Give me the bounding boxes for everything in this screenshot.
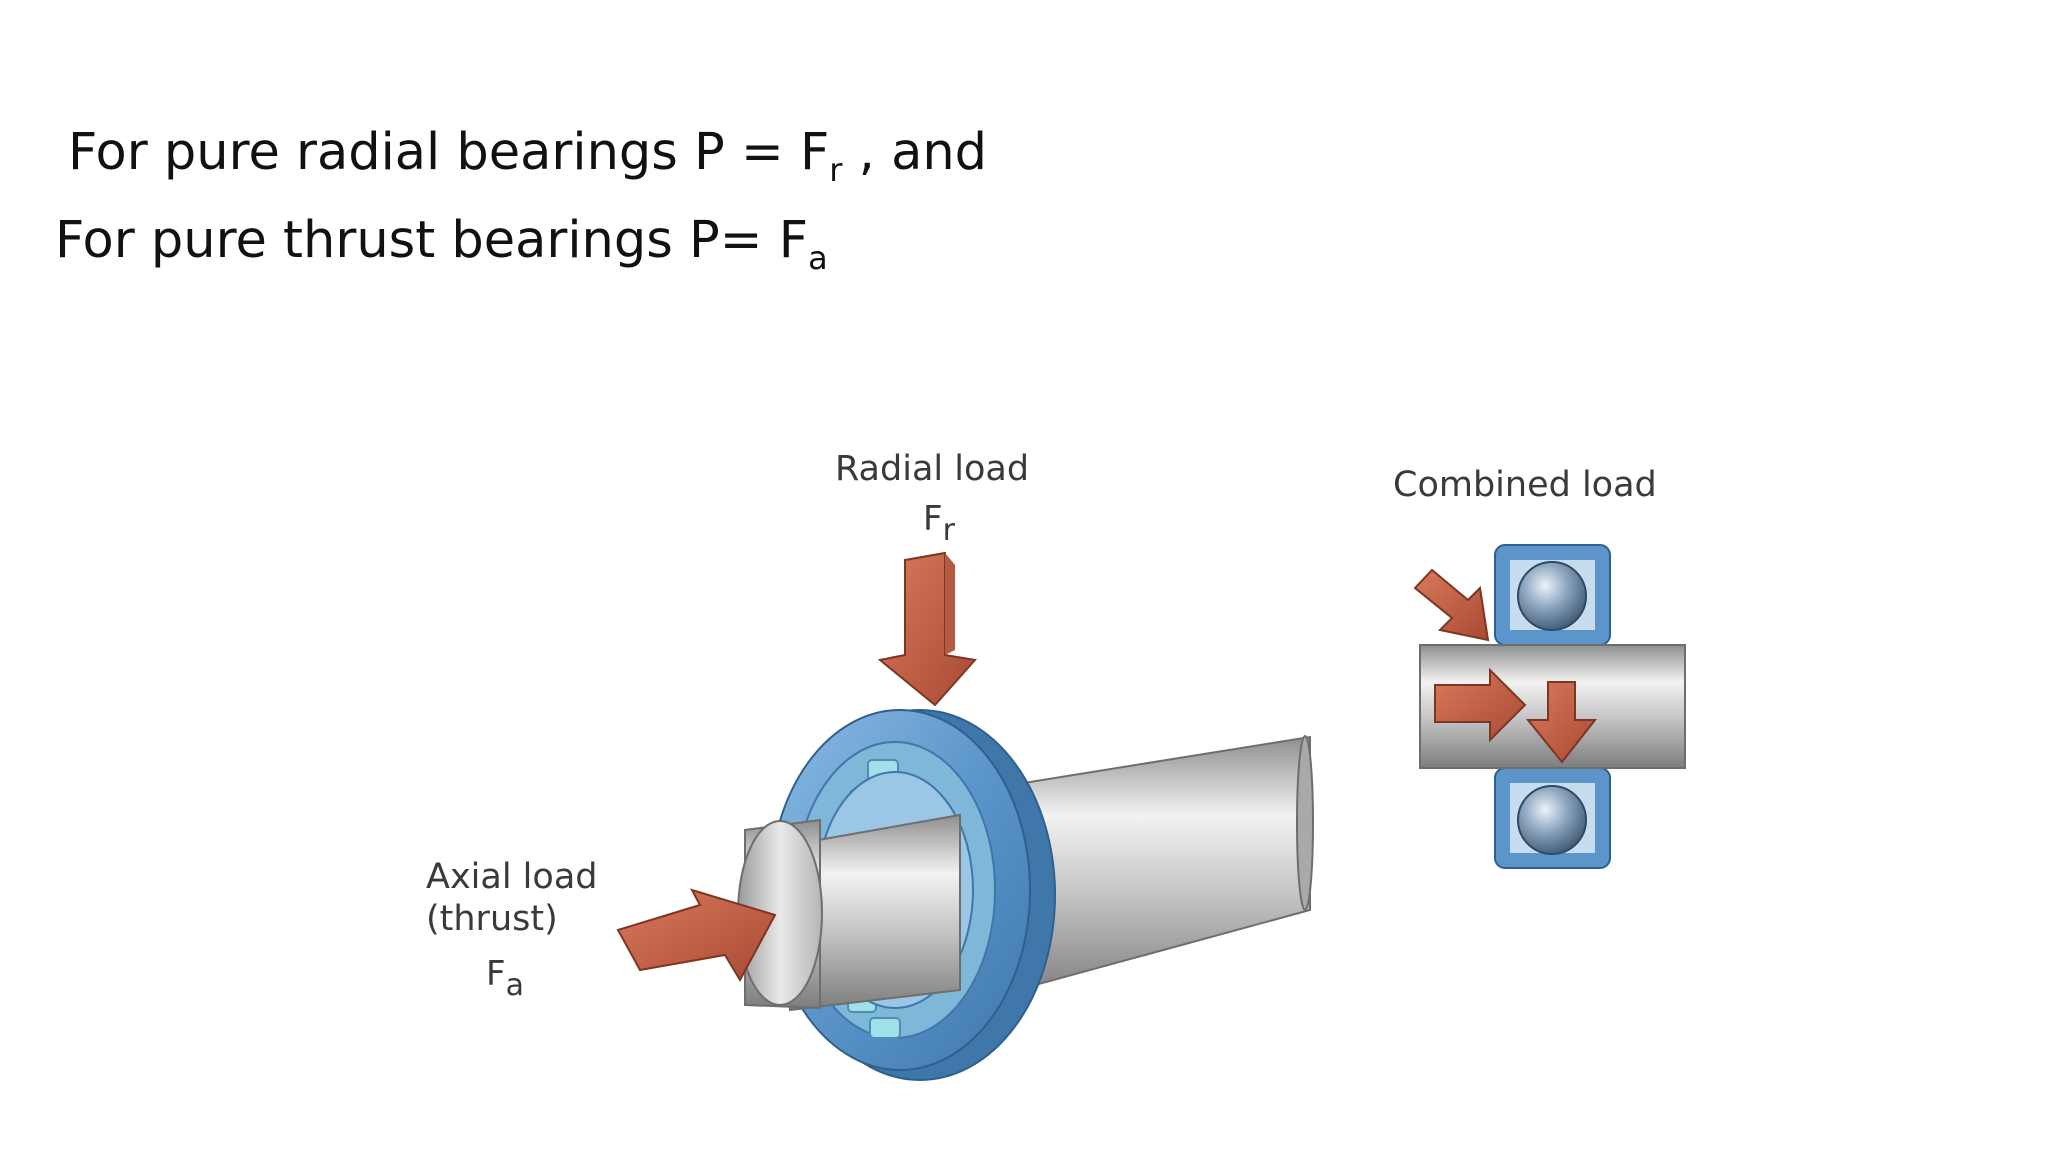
axial-load-arrow — [616, 888, 777, 983]
axial-load-label: Axial load — [426, 857, 597, 897]
equation-thrust-text: For pure thrust bearings P= F — [55, 211, 809, 270]
combined-load-arrows — [1413, 568, 1598, 764]
equation-thrust-subscript: a — [808, 239, 828, 277]
equation-radial-text: For pure radial bearings P = F — [68, 123, 830, 182]
equation-radial-suffix: , and — [842, 123, 988, 182]
shaft-front — [737, 813, 961, 1012]
radial-load-arrow — [877, 551, 977, 707]
axial-load-symbol: Fa — [486, 954, 524, 1003]
equation-thrust: For pure thrust bearings P= Fa — [55, 215, 828, 274]
shaft — [979, 735, 1314, 1002]
radial-load-symbol: Fr — [923, 499, 956, 548]
equation-radial-subscript: r — [829, 151, 843, 189]
equation-radial: For pure radial bearings P = Fr , and — [68, 127, 987, 186]
radial-load-label: Radial load — [835, 449, 1029, 489]
combined-load-label: Combined load — [1393, 465, 1657, 505]
axial-thrust-label: (thrust) — [426, 899, 558, 939]
